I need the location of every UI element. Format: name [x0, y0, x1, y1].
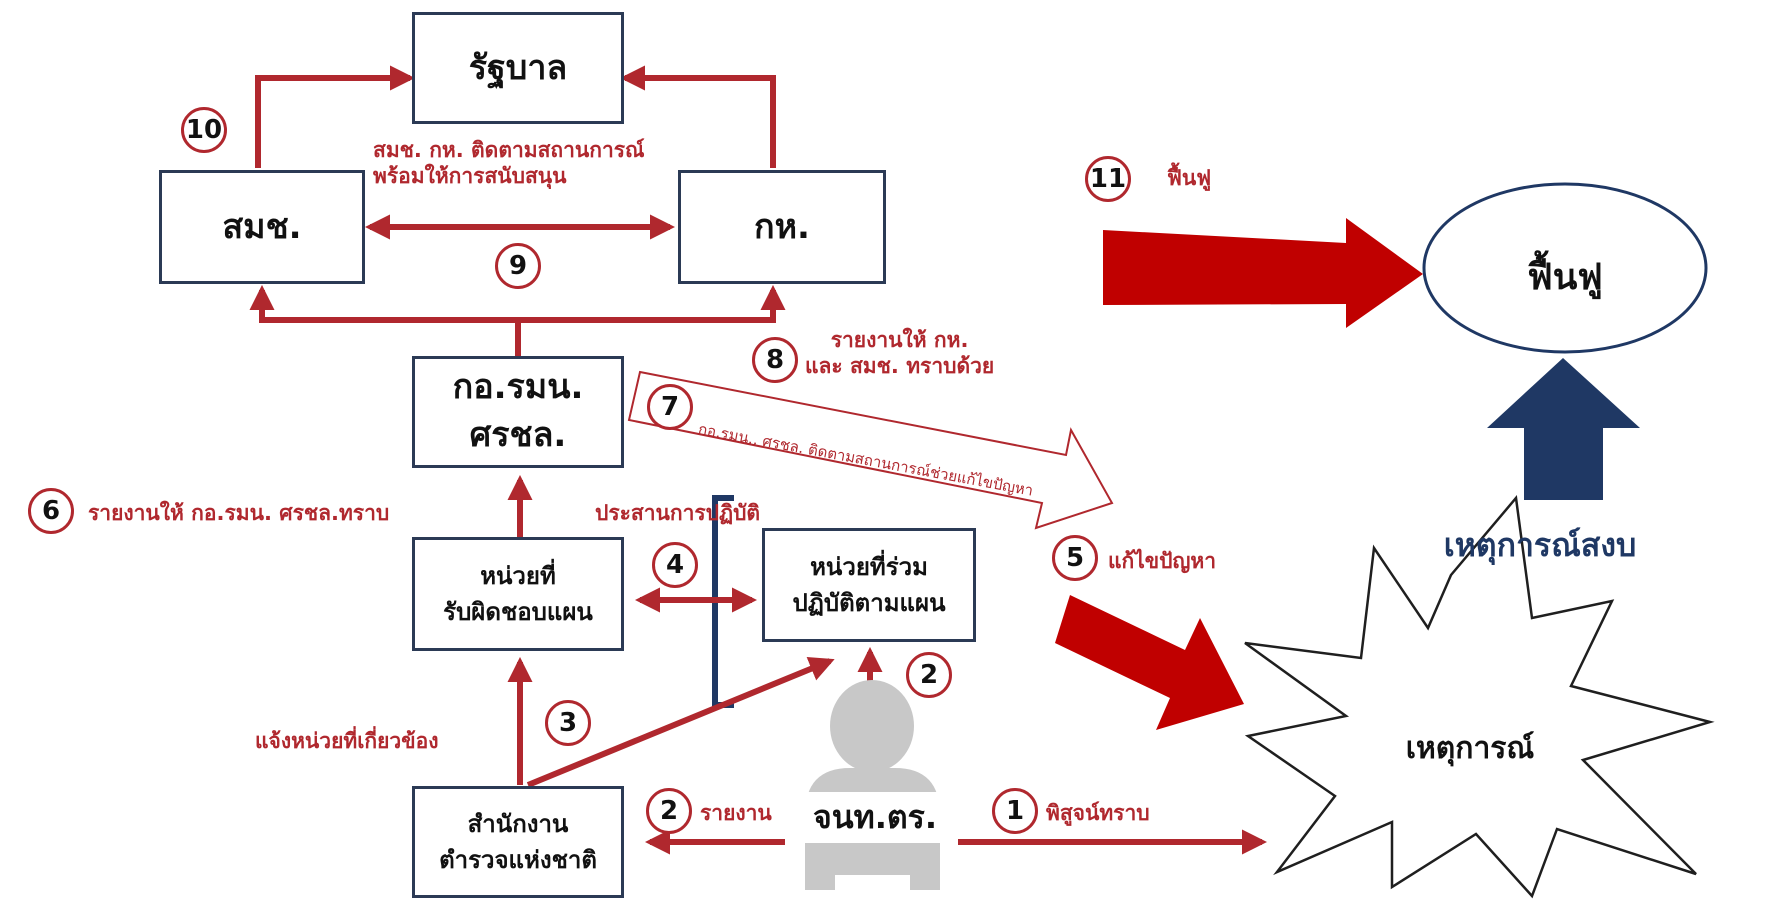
step-2-badge-top: 2 [906, 652, 952, 698]
person-label: จนท.ตร. [800, 792, 950, 843]
arrow-report-up [249, 284, 786, 323]
box-mod-label: กห. [754, 206, 810, 247]
arrow-nsc-to-government [255, 65, 416, 168]
calm-up-arrow [1487, 358, 1640, 500]
recovery-label: ฟื้นฟู [1527, 257, 1603, 298]
step-4-badge: 4 [652, 542, 698, 588]
box-responsible-line1: หน่วยที่ [480, 562, 556, 590]
label-step1: พิสูจน์ทราบ [1046, 801, 1150, 825]
box-government: รัฐบาล [412, 12, 624, 124]
box-nsc: สมช. [159, 170, 365, 284]
box-police-line2: ตำรวจแห่งชาติ [439, 846, 597, 874]
step-9-badge: 9 [495, 243, 541, 289]
arrow-police-to-joint [526, 657, 835, 788]
label-step5: แก้ไขปัญหา [1108, 549, 1217, 573]
incident-burst [1244, 495, 1715, 899]
box-isoc-line2: ศรชล. [469, 415, 567, 455]
step-3-badge: 3 [545, 700, 591, 746]
box-isoc-line1: กอ.รมน. [452, 367, 584, 408]
label-step8-line1: รายงานให้ กห. [830, 328, 969, 352]
step-5-badge: 5 [1052, 535, 1098, 581]
label-step10-line1: สมช. กห. ติดตามสถานการณ์ [373, 138, 645, 162]
step-11-badge: 11 [1085, 156, 1131, 202]
box-mod: กห. [678, 170, 886, 284]
box-joint-line1: หน่วยที่ร่วม [810, 553, 928, 581]
incident-label: เหตุการณ์ [1405, 731, 1535, 766]
box-nsc-label: สมช. [222, 206, 302, 247]
label-step8: รายงานให้ กห. และ สมช. ทราบด้วย [805, 327, 994, 380]
label-step4: ประสานการปฏิบัติ [595, 501, 761, 525]
step-2-badge-bottom: 2 [646, 788, 692, 834]
recovery-arrow [1103, 218, 1423, 328]
recovery-ellipse [1422, 182, 1708, 354]
label-step3: แจ้งหน่วยที่เกี่ยวข้อง [255, 729, 439, 753]
arrow-mod-to-government [619, 65, 776, 168]
box-police-line1: สำนักงาน [467, 810, 569, 838]
box-responsible-unit: หน่วยที่ รับผิดชอบแผน [412, 537, 624, 651]
monitor-arrow [627, 370, 1114, 530]
calm-label: เหตุการณ์สงบ [1443, 526, 1637, 564]
label-step8-line2: และ สมช. ทราบด้วย [805, 354, 995, 379]
label-step11: ฟื้นฟู [1167, 166, 1212, 190]
box-responsible-line2: รับผิดชอบแผน [443, 598, 593, 626]
step-8-badge: 8 [752, 337, 798, 383]
label-step2: รายงาน [700, 801, 772, 825]
step-7-badge: 7 [647, 384, 693, 430]
box-isoc: กอ.รมน. ศรชล. [412, 356, 624, 468]
step-6-badge: 6 [28, 488, 74, 534]
label-step6: รายงานให้ กอ.รมน. ศรชล.ทราบ [88, 501, 390, 525]
box-government-label: รัฐบาล [468, 47, 568, 88]
solve-arrow [1055, 595, 1244, 730]
police-officer-icon [805, 680, 940, 890]
box-joint-unit: หน่วยที่ร่วม ปฏิบัติตามแผน [762, 528, 976, 642]
label-step10: สมช. กห. ติดตามสถานการณ์ พร้อมให้การสนับ… [373, 137, 645, 190]
step-1-badge: 1 [992, 788, 1038, 834]
label-step10-line2: พร้อมให้การสนับสนุน [373, 164, 567, 189]
step-10-badge: 10 [181, 107, 227, 153]
box-joint-line2: ปฏิบัติตามแผน [792, 589, 946, 617]
box-police-office: สำนักงาน ตำรวจแห่งชาติ [412, 786, 624, 898]
